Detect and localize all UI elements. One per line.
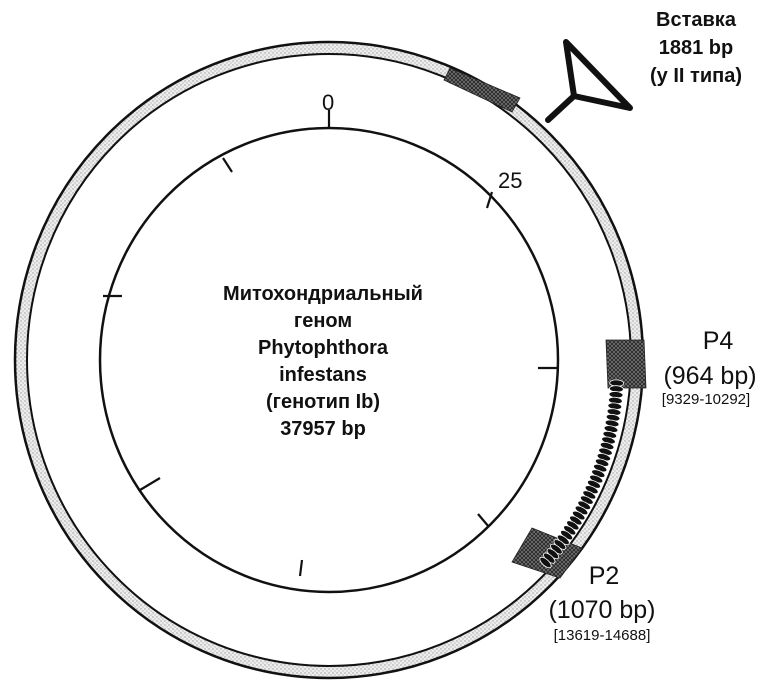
tick-35 xyxy=(222,157,233,173)
p4-range: [9329-10292] xyxy=(662,391,750,408)
genome-title-line-6: 37957 bp xyxy=(280,418,366,440)
genome-title-line-4: infestans xyxy=(279,364,367,386)
p4-label: P4 (964 bp) [9329-10292] xyxy=(662,327,757,408)
p2-range: [13619-14688] xyxy=(554,627,651,644)
connector-link xyxy=(539,556,552,569)
tick-20 xyxy=(298,559,304,577)
insert-site-marker xyxy=(443,67,521,113)
insert-flag-icon xyxy=(545,39,633,123)
insert-label-line-1: Вставка xyxy=(656,9,737,31)
genome-title-line-1: Митохондриальный xyxy=(223,283,423,305)
insert-label-line-3: (у II типа) xyxy=(650,65,742,87)
genome-title-line-3: Phytophthora xyxy=(258,337,389,359)
p4-marker xyxy=(605,339,647,389)
genome-title: Митохондриальный геном Phytophthora infe… xyxy=(223,283,423,440)
genome-title-line-2: геном xyxy=(294,310,352,332)
tick-5 xyxy=(485,191,494,209)
p2-label: P2 (1070 bp) [13619-14688] xyxy=(548,562,655,644)
p4-size: (964 bp) xyxy=(663,362,756,390)
insert-label: Вставка 1881 bp (у II типа) xyxy=(650,9,742,87)
tick-25 xyxy=(139,477,161,491)
tick-label-5: 25 xyxy=(498,168,522,193)
tick-15 xyxy=(477,513,490,528)
p2-size: (1070 bp) xyxy=(548,596,655,624)
p4-name: P4 xyxy=(703,327,734,355)
p2-name: P2 xyxy=(589,562,620,590)
p4-p2-connector xyxy=(539,379,625,569)
tick-label-0: 0 xyxy=(322,90,334,115)
genome-title-line-5: (генотип Ib) xyxy=(266,391,380,413)
tick-marks xyxy=(103,110,558,577)
insert-label-line-2: 1881 bp xyxy=(659,37,733,59)
